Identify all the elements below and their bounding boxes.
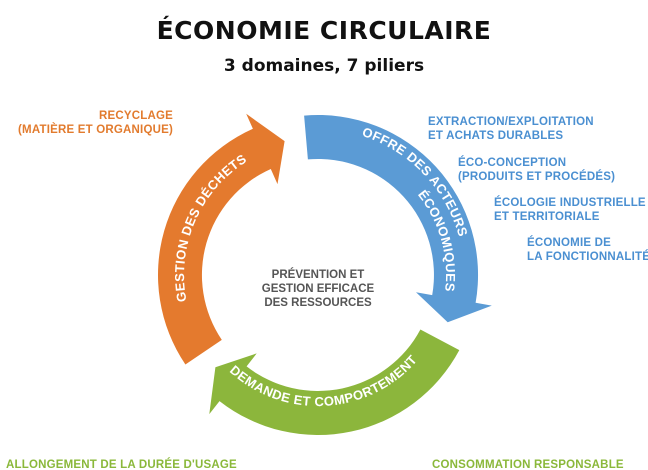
center-line2: GESTION EFFICACE (261, 283, 375, 295)
pillar-eco-conception: ÉCO-CONCEPTION (PRODUITS ET PROCÉDÉS) (458, 156, 615, 184)
pillar-eco-conception-line2: (PRODUITS ET PROCÉDÉS) (458, 171, 616, 183)
pillar-consommation-line1: CONSOMMATION RESPONSABLE (432, 459, 624, 470)
pillar-recyclage-line2: (MATIÈRE ET ORGANIQUE) (18, 124, 173, 136)
pillar-extraction-line2: ET ACHATS DURABLES (428, 130, 564, 142)
page-title: ÉCONOMIE CIRCULAIRE (156, 16, 492, 45)
center-label: PRÉVENTION ET GESTION EFFICACE DES RESSO… (256, 268, 380, 310)
pillar-extraction-line1: EXTRACTION/EXPLOITATION (428, 116, 594, 128)
pillar-allongement-line1: ALLONGEMENT DE LA DURÉE D'USAGE (6, 459, 237, 470)
pillar-extraction: EXTRACTION/EXPLOITATION ET ACHATS DURABL… (428, 115, 594, 143)
demande-arrow (209, 329, 460, 436)
pillar-ecologie-line1: ÉCOLOGIE INDUSTRIELLE (494, 197, 646, 209)
center-line1: PRÉVENTION ET (271, 269, 365, 281)
pillar-fonctionnalite: ÉCONOMIE DE LA FONCTIONNALITÉ (527, 236, 648, 264)
pillar-recyclage-line1: RECYCLAGE (98, 110, 173, 122)
pillar-ecologie: ÉCOLOGIE INDUSTRIELLE ET TERRITORIALE (494, 196, 646, 224)
pillar-consommation: CONSOMMATION RESPONSABLE (432, 458, 624, 470)
page-subtitle: 3 domaines, 7 piliers (223, 56, 425, 76)
offre-arrow (304, 114, 492, 323)
pillar-fonctionnalite-line1: ÉCONOMIE DE (527, 237, 611, 249)
center-line3: DES RESSOURCES (264, 297, 372, 309)
pillar-eco-conception-line1: ÉCO-CONCEPTION (458, 157, 567, 169)
dechets-arrow (157, 113, 285, 365)
pillar-ecologie-line2: ET TERRITORIALE (494, 211, 600, 223)
pillar-allongement: ALLONGEMENT DE LA DURÉE D'USAGE (6, 458, 237, 470)
pillar-fonctionnalite-line2: LA FONCTIONNALITÉ (527, 251, 648, 263)
pillar-recyclage: RECYCLAGE (MATIÈRE ET ORGANIQUE) (0, 109, 173, 137)
